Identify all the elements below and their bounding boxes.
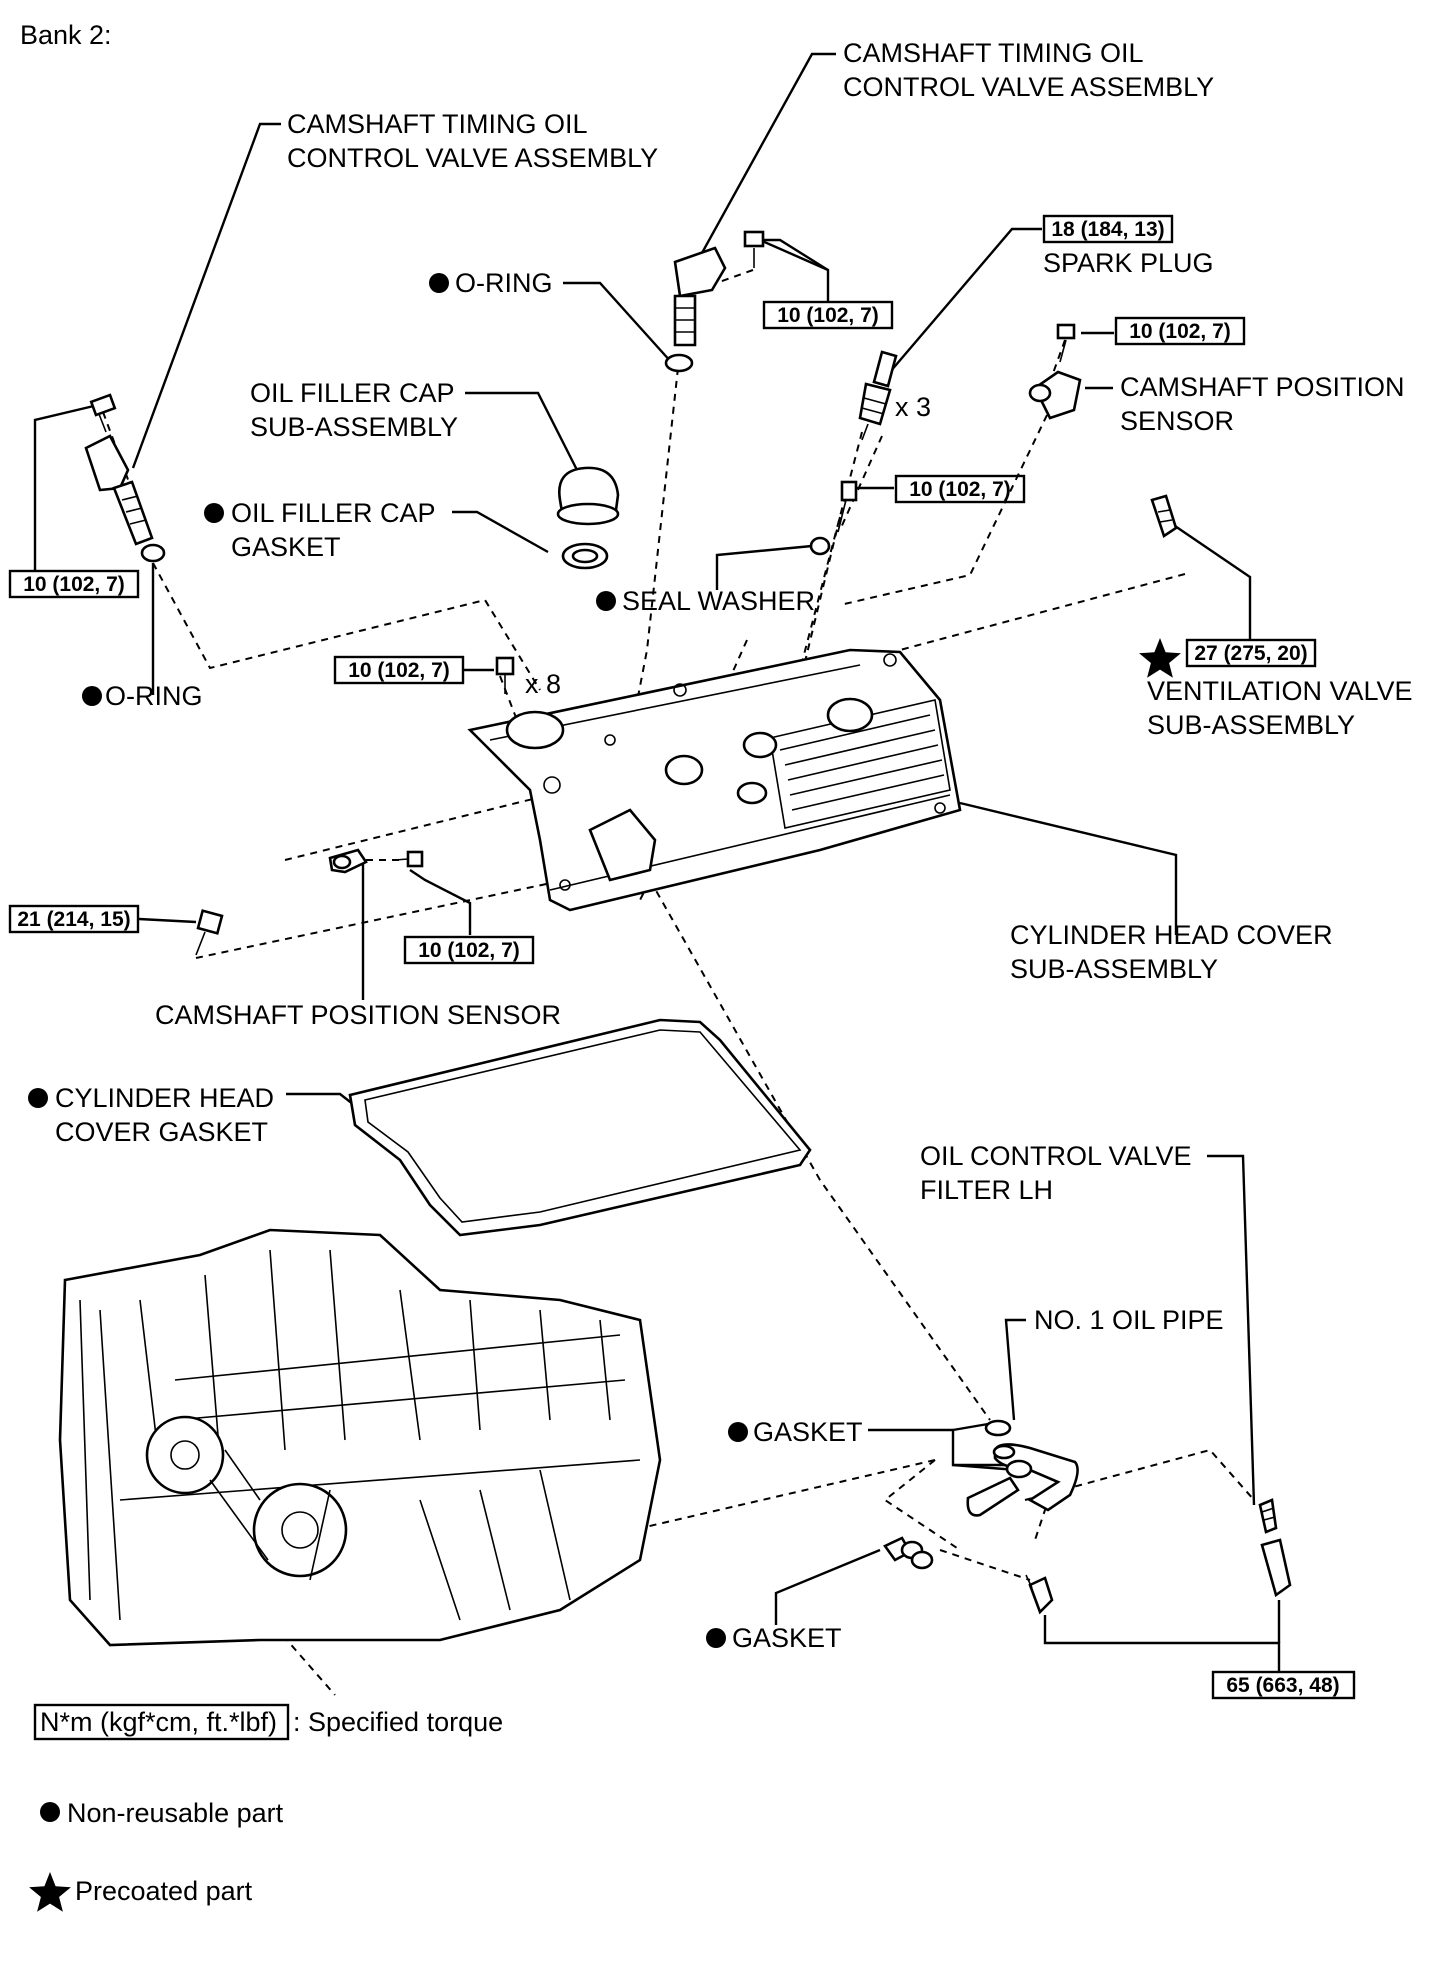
label-cam-sensor-right-1: CAMSHAFT POSITION bbox=[1120, 372, 1405, 402]
label-vent-valve-2: SUB-ASSEMBLY bbox=[1147, 710, 1355, 740]
engine-block-illustration bbox=[58, 1228, 662, 1647]
torque-cover-bolts: 10 (102, 7) bbox=[348, 659, 450, 682]
head-cover-gasket bbox=[348, 1018, 812, 1237]
label-ocv-filter-1: OIL CONTROL VALVE bbox=[920, 1141, 1192, 1171]
cam-sensor-left bbox=[328, 848, 424, 874]
torque-ocv-top: 10 (102, 7) bbox=[777, 304, 879, 327]
ocv-top-assembly bbox=[664, 230, 765, 373]
label-seal-washer: SEAL WASHER bbox=[622, 586, 815, 616]
precoated-star-icon bbox=[29, 1872, 71, 1912]
torque-spark-plug: 18 (184, 13) bbox=[1051, 218, 1164, 241]
label-filler-cap-1: OIL FILLER CAP bbox=[250, 378, 455, 408]
legend-torque-unit: N*m (kgf*cm, ft.*lbf) bbox=[40, 1707, 277, 1737]
seal-washer-bolt bbox=[809, 480, 858, 556]
label-gasket-2: GASKET bbox=[732, 1623, 842, 1653]
torque-ventilation-valve: 27 (275, 20) bbox=[1194, 642, 1307, 665]
label-vent-valve-1: VENTILATION VALVE bbox=[1147, 676, 1413, 706]
label-x8: x 8 bbox=[525, 669, 561, 699]
label-head-cover-2: SUB-ASSEMBLY bbox=[1010, 954, 1218, 984]
non-reusable-icon bbox=[28, 1088, 48, 1108]
label-cam-sensor-right-2: SENSOR bbox=[1120, 406, 1234, 436]
label-gasket-1: GASKET bbox=[753, 1417, 863, 1447]
spark-plug bbox=[858, 350, 898, 441]
leader-lines bbox=[33, 52, 1281, 1672]
pipe-bolt-right bbox=[1258, 1498, 1292, 1598]
ventilation-valve bbox=[1150, 494, 1178, 539]
non-reusable-icon bbox=[429, 273, 449, 293]
non-reusable-icon bbox=[40, 1802, 60, 1822]
label-filler-cap-2: SUB-ASSEMBLY bbox=[250, 412, 458, 442]
non-reusable-markers bbox=[28, 273, 748, 1648]
oil-pipe-assembly bbox=[883, 1419, 1292, 1615]
bolt-21 bbox=[195, 909, 224, 956]
label-ocv-left-1: CAMSHAFT TIMING OIL bbox=[287, 109, 588, 139]
label-head-cover-1: CYLINDER HEAD COVER bbox=[1010, 920, 1333, 950]
gasket-pair bbox=[883, 1536, 934, 1570]
oil-filler-cap bbox=[556, 466, 620, 570]
precoated-star-icon bbox=[1139, 638, 1181, 678]
torque-sensor-left: 10 (102, 7) bbox=[418, 939, 520, 962]
legend-non-reusable: Non-reusable part bbox=[67, 1798, 284, 1828]
torque-sensor-right: 10 (102, 7) bbox=[1129, 320, 1231, 343]
label-ocv-top-2: CONTROL VALVE ASSEMBLY bbox=[843, 72, 1214, 102]
label-o-ring-top: O-RING bbox=[455, 268, 553, 298]
label-x3: x 3 bbox=[895, 392, 931, 422]
torque-oil-pipe: 65 (663, 48) bbox=[1226, 1674, 1339, 1697]
label-head-gasket-1: CYLINDER HEAD bbox=[55, 1083, 274, 1113]
pipe-bolt-left bbox=[1025, 1574, 1054, 1615]
legend-torque-box bbox=[33, 1703, 290, 1741]
label-oil-pipe: NO. 1 OIL PIPE bbox=[1034, 1305, 1224, 1335]
cover-bolt bbox=[495, 656, 515, 694]
non-reusable-icon bbox=[82, 686, 102, 706]
bank-heading: Bank 2: bbox=[20, 20, 112, 50]
torque-ocv-left: 10 (102, 7) bbox=[23, 573, 125, 596]
label-ocv-filter-2: FILTER LH bbox=[920, 1175, 1053, 1205]
torque-seal-washer: 10 (102, 7) bbox=[909, 478, 1011, 501]
label-ocv-left-2: CONTROL VALVE ASSEMBLY bbox=[287, 143, 658, 173]
non-reusable-icon bbox=[596, 591, 616, 611]
cylinder-head-cover bbox=[467, 648, 962, 912]
non-reusable-icon bbox=[706, 1628, 726, 1648]
non-reusable-icon bbox=[728, 1422, 748, 1442]
torque-21: 21 (214, 15) bbox=[17, 908, 130, 931]
label-filler-gasket-2: GASKET bbox=[231, 532, 341, 562]
legend-precoated: Precoated part bbox=[75, 1876, 253, 1906]
non-reusable-icon bbox=[204, 503, 224, 523]
torque-boxes: 10 (102, 7) 18 (184, 13) 10 (102, 7) 10 … bbox=[8, 214, 1356, 1700]
label-ocv-top-1: CAMSHAFT TIMING OIL bbox=[843, 38, 1144, 68]
label-filler-gasket-1: OIL FILLER CAP bbox=[231, 498, 436, 528]
part-labels: CAMSHAFT TIMING OIL CONTROL VALVE ASSEMB… bbox=[55, 38, 1413, 1653]
ocv-left-assembly bbox=[84, 393, 166, 563]
legend-torque-desc: : Specified torque bbox=[293, 1707, 503, 1737]
legend: N*m (kgf*cm, ft.*lbf) : Specified torque… bbox=[29, 1703, 503, 1912]
label-spark-plug: SPARK PLUG bbox=[1043, 248, 1214, 278]
label-head-gasket-2: COVER GASKET bbox=[55, 1117, 268, 1147]
cam-sensor-right bbox=[1028, 323, 1082, 420]
label-cam-sensor-left: CAMSHAFT POSITION SENSOR bbox=[155, 1000, 561, 1030]
